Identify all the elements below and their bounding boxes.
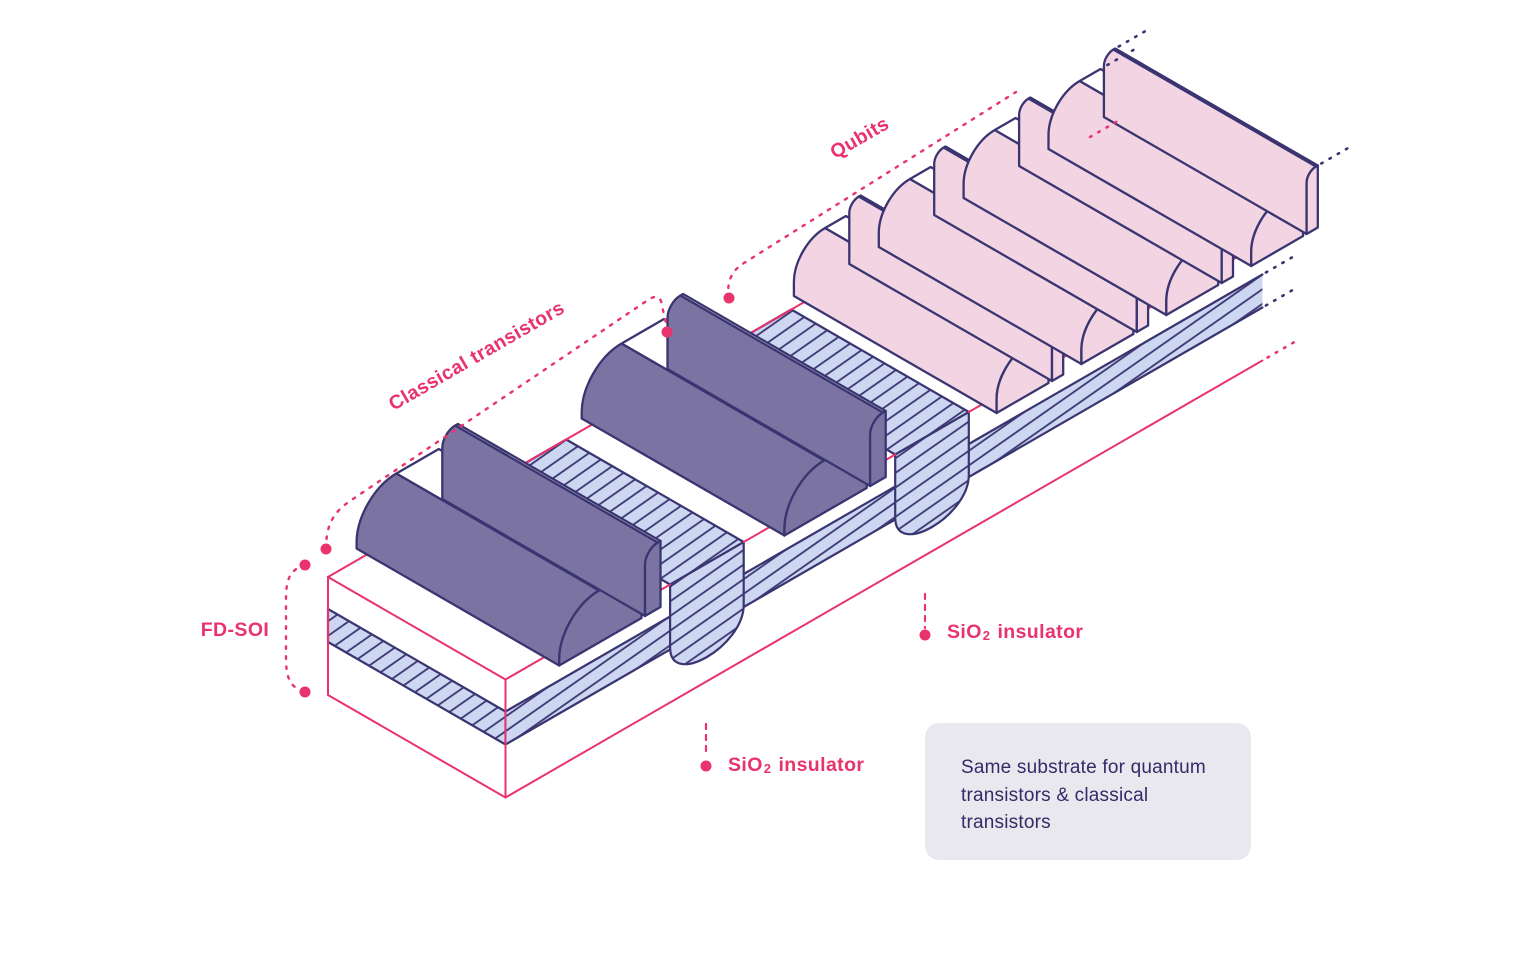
qubit-spacer-bar-cap — [1305, 164, 1319, 236]
fdsoi-bracket — [284, 563, 307, 694]
cut-continuation-dots — [1264, 254, 1297, 274]
sti-trench-outline — [894, 410, 970, 536]
sti-trench-outline — [669, 540, 745, 666]
callout-dot — [919, 629, 931, 641]
qubits-callout-dotted-line — [727, 90, 1018, 300]
gate-spacer-bar-cap — [643, 539, 662, 618]
box-band-top-edge — [742, 485, 897, 576]
cut-continuation-dots — [1117, 28, 1150, 48]
gate-spacer-bar-cap — [868, 409, 887, 488]
info-callout-text: Same substrate for quantum transistors &… — [961, 757, 1206, 834]
box-band-top-edge — [967, 273, 1264, 446]
callout-dot — [700, 760, 712, 772]
box-band-bottom-edge — [967, 306, 1264, 479]
cut-continuation-dots — [1088, 118, 1121, 139]
cut-continuation-dots — [1266, 339, 1299, 359]
box-band-top-edge — [504, 615, 672, 713]
sti-trench-front — [895, 412, 969, 535]
substrate-bottom-front-edge — [504, 359, 1264, 799]
classical-callout-dotted-line — [324, 295, 668, 551]
cut-continuation-dots — [1320, 145, 1352, 165]
info-callout-box: Same substrate for quantum transistors &… — [925, 723, 1251, 860]
cut-continuation-dots — [1264, 287, 1297, 307]
cut-continuation-dots — [1106, 46, 1139, 67]
callout-dot — [299, 686, 311, 698]
box-band-bottom-edge — [742, 518, 897, 609]
sti-trench-front — [670, 542, 744, 665]
box-band-bottom-edge — [504, 648, 672, 746]
callout-dot — [661, 326, 673, 338]
